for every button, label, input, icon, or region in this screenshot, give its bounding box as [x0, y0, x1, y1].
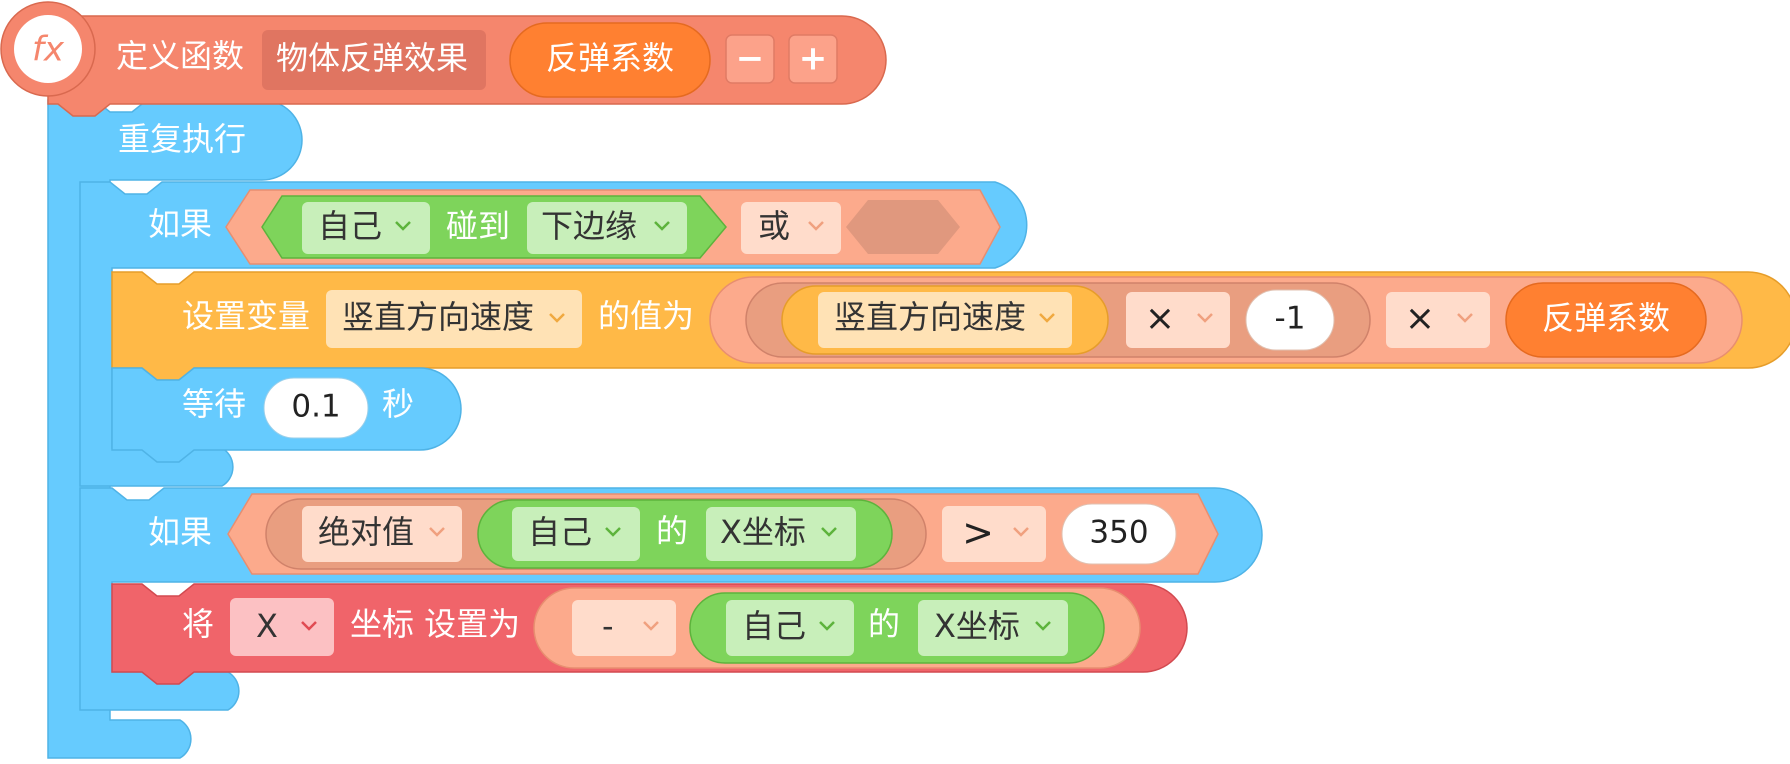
svg-text:反弹系数: 反弹系数	[1542, 299, 1670, 337]
chevron-down-icon	[301, 621, 317, 631]
function-definition-block[interactable]: fx 定义函数 物体反弹效果 反弹系数 − +	[0, 1, 887, 117]
fx-icon	[14, 15, 82, 83]
operator-dropdown-1[interactable]	[1126, 292, 1230, 348]
set-coord-to-label: 坐标 设置为	[350, 605, 520, 643]
function-name-text: 物体反弹效果	[276, 39, 468, 77]
svg-text:>: >	[962, 511, 994, 555]
set-coord-label: 将	[182, 605, 214, 643]
chevron-down-icon	[821, 527, 837, 537]
svg-text:X坐标: X坐标	[720, 513, 806, 551]
svg-text:竖直方向速度: 竖直方向速度	[342, 298, 534, 336]
chevron-down-icon	[1039, 313, 1055, 323]
svg-text:-: -	[602, 607, 614, 645]
chevron-down-icon	[1035, 621, 1051, 631]
operator-dropdown-2[interactable]	[1386, 292, 1490, 348]
seconds-label: 秒	[382, 385, 414, 423]
plus-icon: +	[799, 39, 828, 79]
value-label: 的值为	[598, 297, 694, 335]
chevron-down-icon	[549, 313, 565, 323]
number-input[interactable]	[1245, 289, 1335, 351]
property-dropdown[interactable]	[706, 507, 856, 561]
add-param-button[interactable]	[788, 34, 838, 84]
touch-subject-dropdown[interactable]	[302, 202, 430, 254]
axis-dropdown[interactable]	[230, 598, 334, 656]
param-reporter-2[interactable]	[1505, 282, 1707, 358]
chevron-down-icon	[643, 621, 659, 631]
object-dropdown-2[interactable]	[726, 600, 854, 656]
chevron-down-icon	[654, 221, 670, 231]
svg-text:或: 或	[758, 207, 790, 245]
variable-dropdown[interactable]	[326, 290, 582, 348]
remove-param-button[interactable]	[725, 34, 775, 84]
math-function-dropdown[interactable]	[302, 506, 462, 562]
chevron-down-icon	[1197, 313, 1213, 323]
chevron-down-icon	[395, 221, 411, 231]
chevron-down-icon	[819, 621, 835, 631]
svg-text:绝对值: 绝对值	[318, 513, 414, 551]
chevron-down-icon	[605, 527, 621, 537]
minus-icon: −	[736, 39, 765, 79]
param-reporter[interactable]	[509, 22, 711, 98]
chevron-down-icon	[1013, 527, 1029, 537]
svg-text:×: ×	[1145, 298, 1175, 339]
svg-text:×: ×	[1405, 298, 1435, 339]
chevron-down-icon	[808, 221, 824, 231]
function-name-field[interactable]	[262, 30, 486, 90]
compare-operator-dropdown[interactable]	[942, 506, 1046, 562]
svg-text:0.1: 0.1	[291, 389, 340, 425]
param-label: 反弹系数	[546, 39, 674, 77]
define-function-label: 定义函数	[116, 37, 244, 75]
wait-seconds-input[interactable]	[263, 377, 369, 439]
touching-condition[interactable]: 自己 碰到 下边缘	[261, 195, 727, 259]
svg-text:fx: fx	[32, 30, 65, 70]
operand-variable-dropdown[interactable]	[818, 292, 1072, 348]
sign-operator-dropdown[interactable]	[572, 600, 676, 656]
chevron-down-icon	[1457, 313, 1473, 323]
set-coordinate-block[interactable]: 将 X 坐标 设置为 - 自己 的 X坐标	[111, 583, 1188, 685]
if2-label: 如果	[148, 513, 212, 551]
compare-value-input[interactable]	[1061, 503, 1177, 565]
svg-text:X: X	[256, 607, 278, 645]
svg-text:下边缘: 下边缘	[541, 207, 637, 245]
svg-text:X坐标: X坐标	[934, 607, 1020, 645]
wait-label: 等待	[182, 385, 246, 423]
svg-text:-1: -1	[1275, 301, 1306, 337]
svg-text:自己: 自己	[318, 207, 382, 245]
set-variable-block[interactable]: 设置变量 竖直方向速度 的值为 竖直方向速度 × -1 × 反弹系数	[111, 271, 1790, 381]
if1-label: 如果	[148, 205, 212, 243]
svg-text:的: 的	[656, 512, 688, 550]
svg-text:自己: 自己	[528, 513, 592, 551]
svg-text:自己: 自己	[742, 607, 806, 645]
chevron-down-icon	[429, 527, 445, 537]
empty-condition-slot[interactable]	[846, 200, 960, 254]
svg-text:350: 350	[1089, 515, 1148, 551]
svg-text:的: 的	[868, 605, 900, 643]
wait-block[interactable]: 等待 0.1 秒	[111, 367, 462, 463]
svg-text:竖直方向速度: 竖直方向速度	[834, 298, 1026, 336]
compare-condition[interactable]: 绝对值 自己 的 X坐标 > 350	[227, 493, 1219, 575]
object-dropdown[interactable]	[512, 507, 640, 561]
touch-target-dropdown[interactable]	[527, 202, 687, 254]
property-dropdown-2[interactable]	[918, 600, 1068, 656]
set-variable-label: 设置变量	[182, 297, 310, 335]
repeat-label: 重复执行	[118, 120, 246, 158]
logic-operator-dropdown[interactable]	[741, 202, 841, 254]
touch-verb: 碰到	[446, 207, 510, 245]
